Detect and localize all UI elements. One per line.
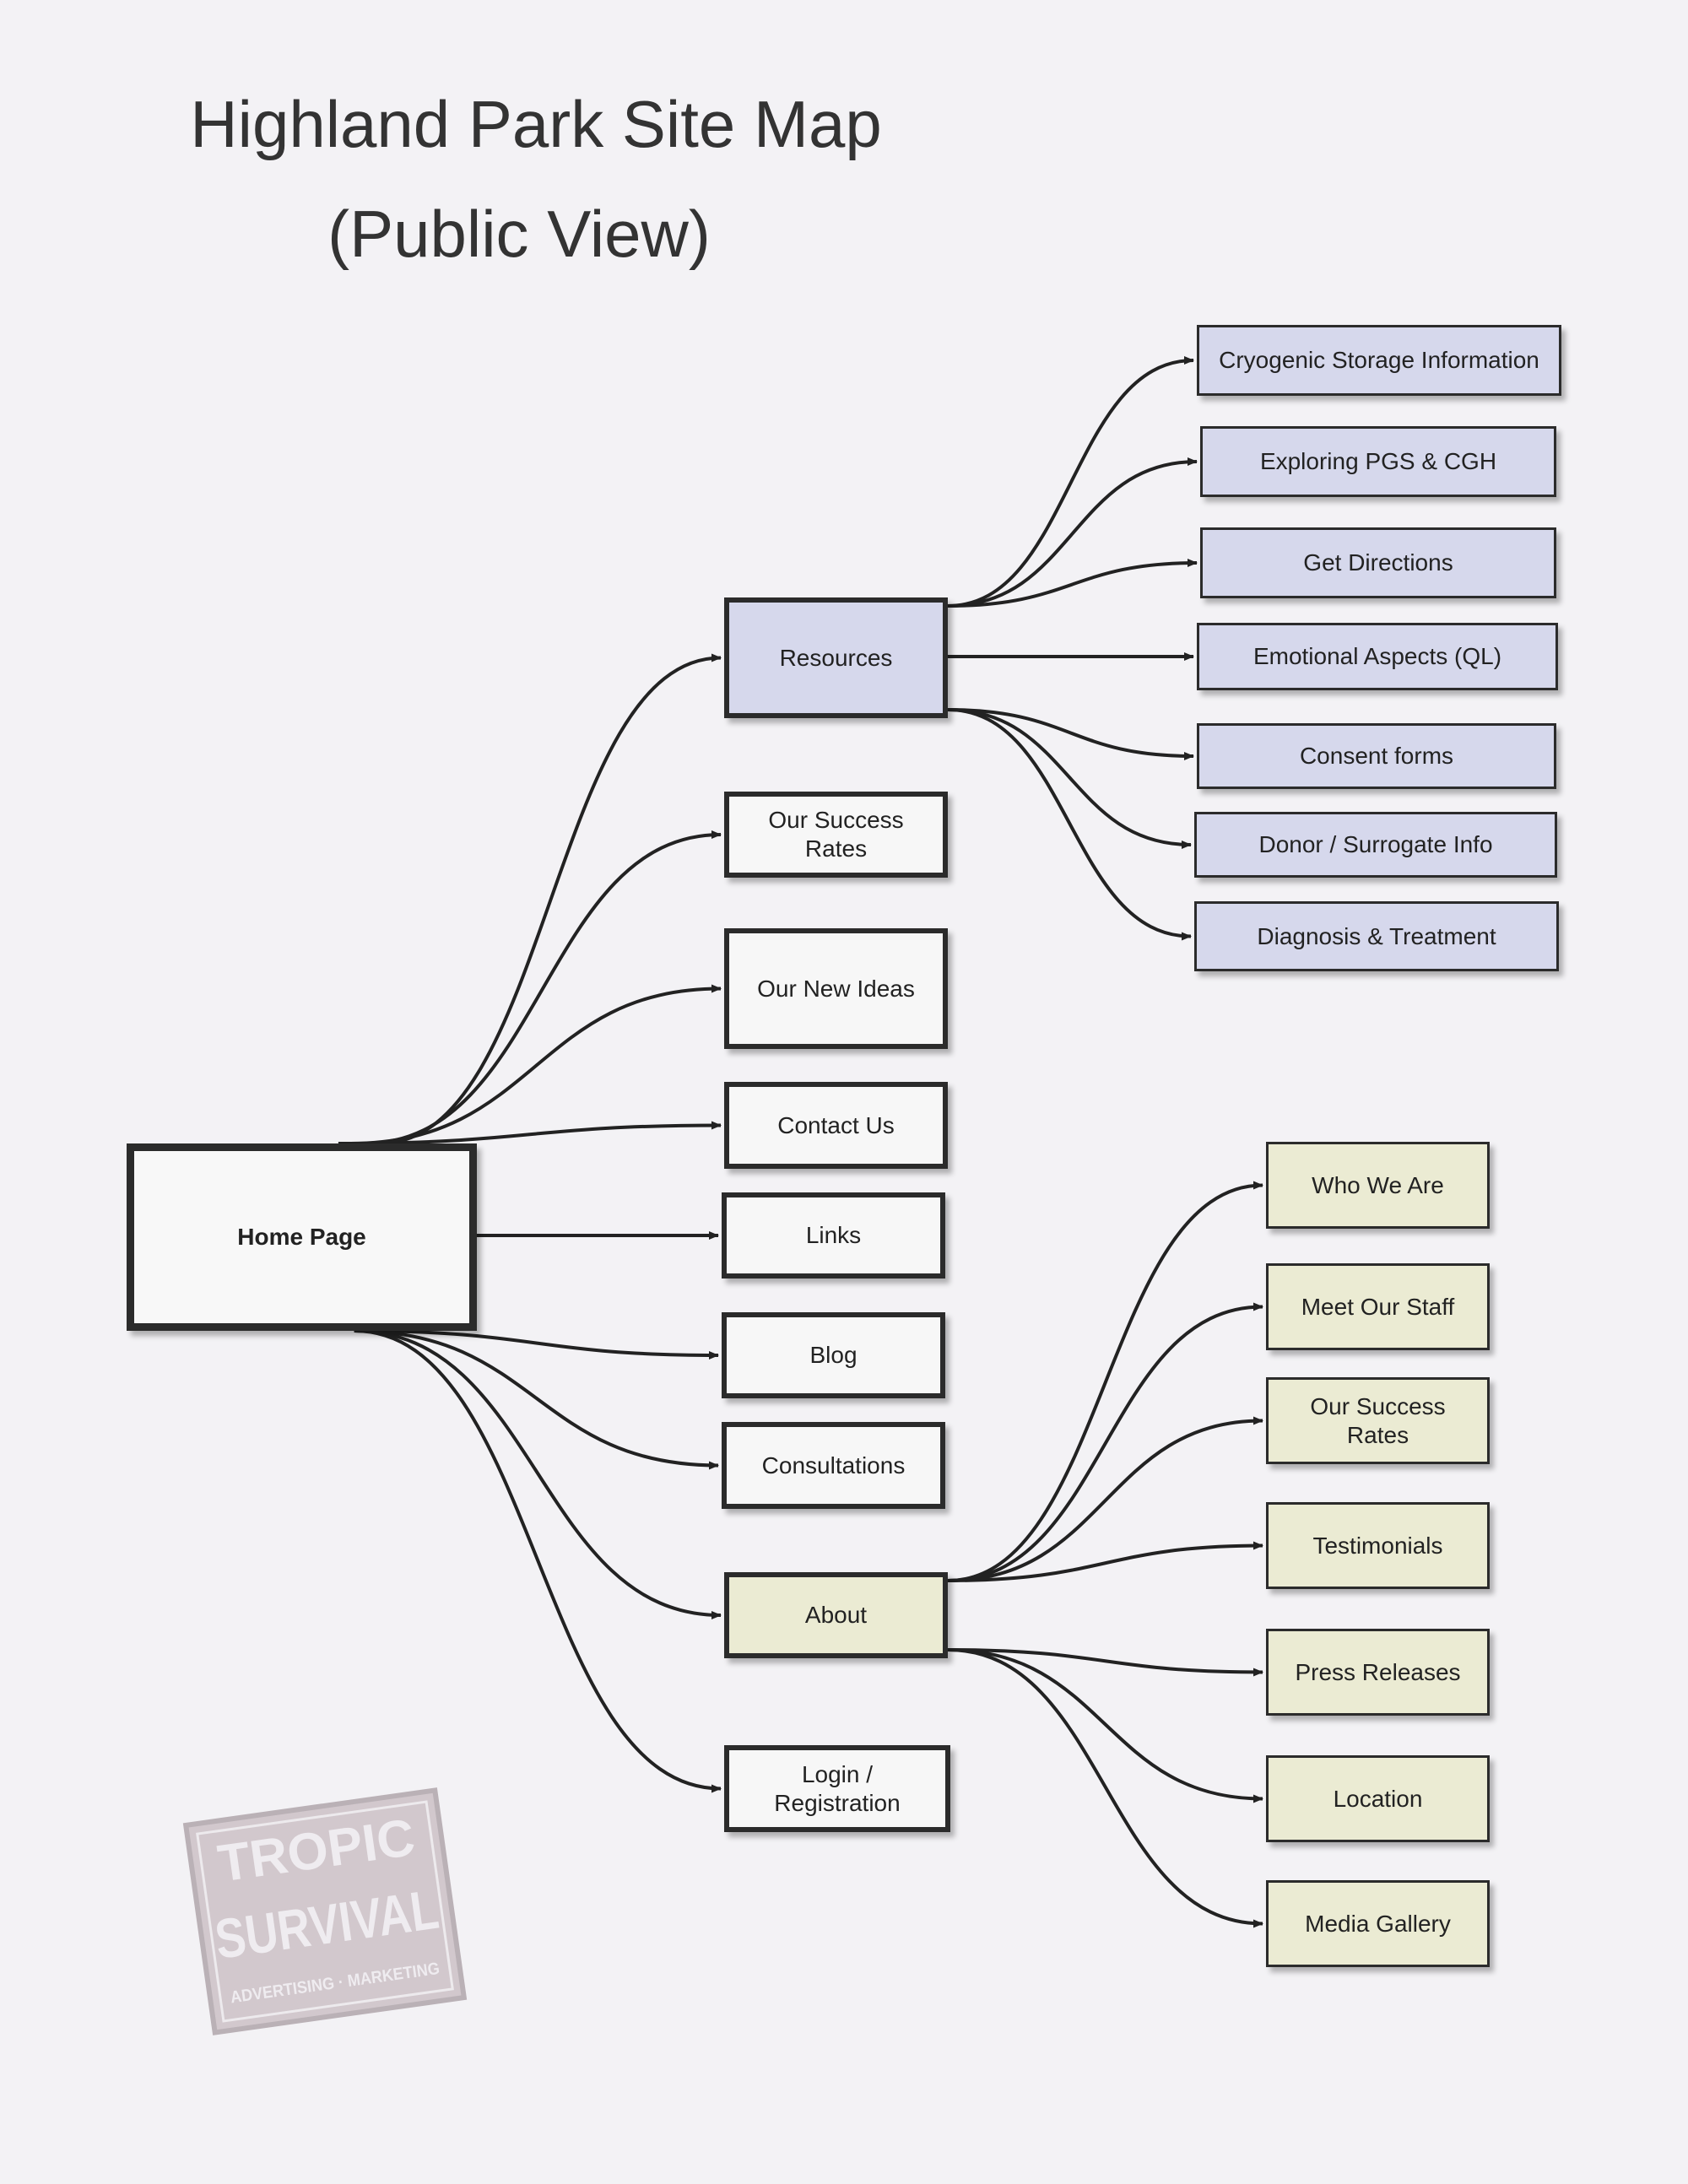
node-our-success-rates[interactable]: Our Success Rates: [724, 792, 948, 878]
node-cryogenic-storage-information[interactable]: Cryogenic Storage Information: [1197, 325, 1561, 396]
edge-home-to-resources: [380, 653, 722, 1145]
edge-home-to-new_ideas: [350, 984, 722, 1145]
edge-about-to-media: [947, 1648, 1263, 1928]
edge-home-to-login: [354, 1329, 722, 1793]
edge-resources-to-directions: [947, 559, 1198, 608]
node-consent-forms[interactable]: Consent forms: [1197, 723, 1556, 789]
edge-home-to-consultations: [354, 1329, 719, 1470]
node-about-our-success-rates[interactable]: Our Success Rates: [1266, 1377, 1490, 1464]
node-press-releases[interactable]: Press Releases: [1266, 1629, 1490, 1716]
edge-resources-to-diagnosis: [947, 708, 1192, 941]
edge-home-to-success_main: [364, 830, 722, 1145]
tropic-survival-stamp-logo: TROPIC SURVIVAL ADVERTISING · MARKETING: [182, 1787, 468, 2035]
node-media-gallery[interactable]: Media Gallery: [1266, 1880, 1490, 1967]
node-links[interactable]: Links: [722, 1192, 945, 1279]
edge-resources-to-donor: [947, 708, 1192, 849]
edge-home-to-contact: [338, 1121, 722, 1145]
edge-resources-to-pgs: [947, 457, 1198, 608]
node-login-registration[interactable]: Login / Registration: [724, 1745, 950, 1832]
node-consultations[interactable]: Consultations: [722, 1422, 945, 1509]
node-blog[interactable]: Blog: [722, 1312, 945, 1398]
node-location[interactable]: Location: [1266, 1755, 1490, 1842]
node-get-directions[interactable]: Get Directions: [1200, 527, 1556, 598]
node-diagnosis-treatment[interactable]: Diagnosis & Treatment: [1194, 901, 1559, 971]
node-our-new-ideas[interactable]: Our New Ideas: [724, 928, 948, 1049]
node-emotional-aspects[interactable]: Emotional Aspects (QL): [1197, 623, 1558, 690]
edge-resources-to-cryogenic: [947, 356, 1194, 608]
edge-about-to-press: [947, 1648, 1263, 1677]
edge-home-to-blog: [354, 1329, 719, 1360]
node-who-we-are[interactable]: Who We Are: [1266, 1142, 1490, 1229]
node-about[interactable]: About: [724, 1572, 948, 1658]
edge-about-to-success_about: [947, 1416, 1263, 1582]
edge-about-to-staff: [947, 1302, 1263, 1582]
edge-home-to-about: [354, 1329, 722, 1619]
node-contact-us[interactable]: Contact Us: [724, 1082, 948, 1169]
diagram-title: Highland Park Site Map: [190, 87, 882, 161]
diagram-subtitle: (Public View): [327, 197, 711, 271]
node-testimonials[interactable]: Testimonials: [1266, 1502, 1490, 1589]
node-donor-surrogate-info[interactable]: Donor / Surrogate Info: [1194, 812, 1557, 878]
node-home-page[interactable]: Home Page: [127, 1143, 477, 1331]
edge-resources-to-consent: [947, 708, 1194, 760]
edge-about-to-location: [947, 1648, 1263, 1803]
edge-about-to-who: [947, 1181, 1263, 1582]
node-exploring-pgs-cgh[interactable]: Exploring PGS & CGH: [1200, 426, 1556, 497]
node-resources[interactable]: Resources: [724, 597, 948, 718]
node-meet-our-staff[interactable]: Meet Our Staff: [1266, 1263, 1490, 1350]
edge-about-to-testimonials: [947, 1541, 1263, 1582]
